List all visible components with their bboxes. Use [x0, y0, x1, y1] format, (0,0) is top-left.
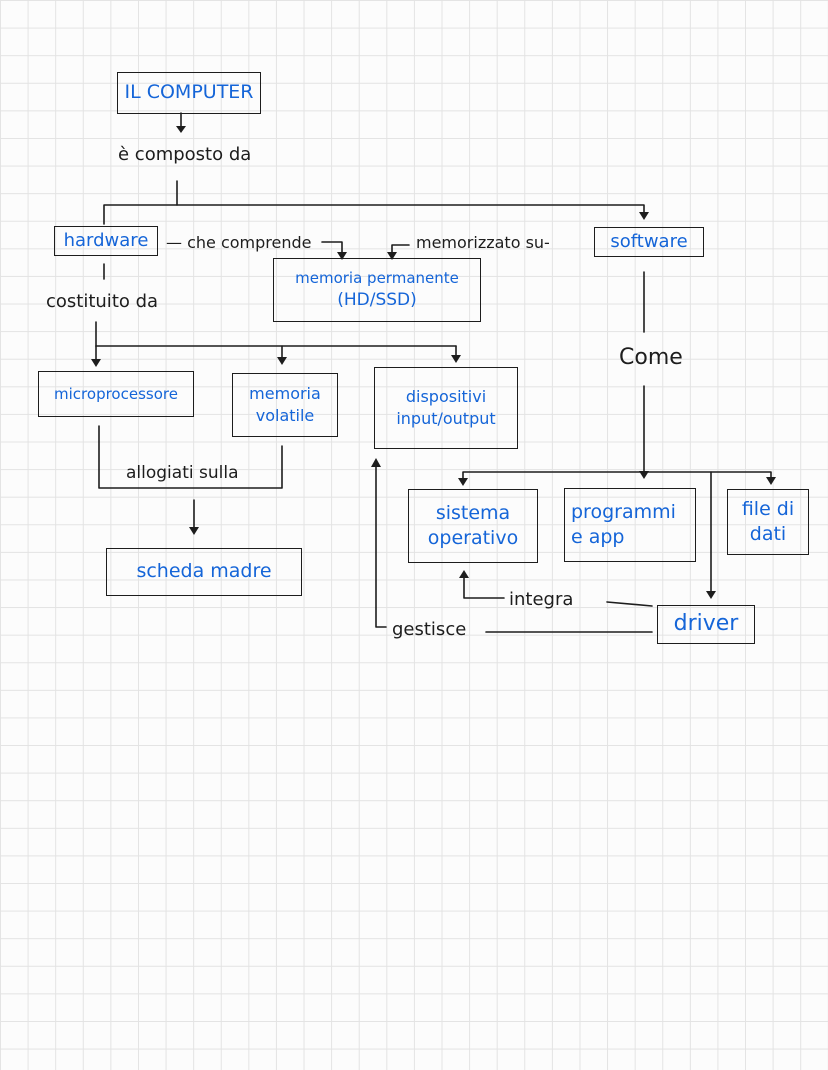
node-microprocessore-label: microprocessore [54, 384, 178, 403]
link-comprende-to-memoria [321, 241, 343, 254]
arrowhead [766, 477, 776, 485]
node-software: software [594, 227, 704, 257]
link-driver-integra [606, 601, 653, 607]
link-gestisce-to-io [375, 465, 387, 628]
arrowhead [277, 357, 287, 365]
node-file-di-dati-line2: dati [749, 522, 787, 545]
node-dispositivi-line2: input/output [396, 409, 496, 428]
node-memoria-volatile-line2: volatile [255, 406, 315, 425]
label-allogiati-sulla: allogiati sulla [126, 463, 239, 483]
label-composto-da: è composto da [118, 144, 252, 165]
node-microprocessore: microprocessore [38, 371, 194, 417]
label-costituito-da: costituito da [46, 291, 159, 312]
arrowhead [459, 570, 469, 578]
node-hardware-label: hardware [63, 229, 149, 251]
arrowhead [176, 126, 186, 133]
node-memoria-permanente-line1: memoria permanente [295, 269, 459, 288]
node-programmi-line2: e app [571, 525, 625, 548]
node-file-di-dati: file di dati [727, 489, 809, 555]
node-scheda-madre: scheda madre [106, 548, 302, 596]
node-dispositivi-line1: dispositivi [405, 387, 487, 407]
node-driver-label: driver [673, 611, 739, 637]
node-il-computer-label: IL COMPUTER [124, 81, 254, 104]
arrowhead [387, 252, 397, 260]
node-memoria-permanente: memoria permanente (HD/SSD) [273, 258, 481, 322]
label-gestisce: gestisce [392, 619, 467, 640]
arrowhead [91, 359, 101, 367]
node-dispositivi-input-output: dispositivi input/output [374, 367, 518, 449]
link-split-bar [103, 204, 645, 225]
label-memorizzato-su: memorizzato su- [416, 233, 550, 252]
node-hardware: hardware [54, 226, 158, 256]
node-memoria-volatile-line1: memoria [249, 384, 321, 404]
link-integra-to-so [463, 576, 505, 599]
node-sistema-operativo: sistema operativo [408, 489, 538, 563]
arrowhead [371, 458, 381, 467]
arrowhead [337, 252, 347, 260]
node-scheda-madre-label: scheda madre [136, 560, 272, 583]
node-sistema-operativo-line1: sistema [435, 502, 511, 525]
label-integra: integra [509, 589, 574, 610]
link-software-bar [462, 471, 772, 484]
arrowhead [706, 591, 716, 599]
node-programmi-line1: programmi [571, 501, 676, 524]
node-memoria-permanente-line2: (HD/SSD) [337, 289, 417, 310]
node-software-label: software [610, 230, 688, 252]
node-programmi-e-app: programmi e app [564, 488, 696, 562]
node-sistema-operativo-line2: operativo [427, 526, 519, 549]
label-come: Come [619, 345, 683, 370]
arrowhead [458, 478, 468, 486]
node-file-di-dati-line1: file di [741, 498, 795, 521]
arrowhead [639, 471, 649, 479]
arrowhead [451, 355, 461, 363]
arrowhead [639, 212, 649, 220]
node-il-computer: IL COMPUTER [117, 72, 261, 114]
link-memorizzato-to-memoria [391, 244, 410, 254]
node-driver: driver [657, 605, 755, 644]
node-memoria-volatile: memoria volatile [232, 373, 338, 437]
arrowhead [189, 527, 199, 535]
link-cpu-ram-bracket [98, 425, 283, 489]
label-che-comprende: — che comprende [166, 233, 312, 252]
